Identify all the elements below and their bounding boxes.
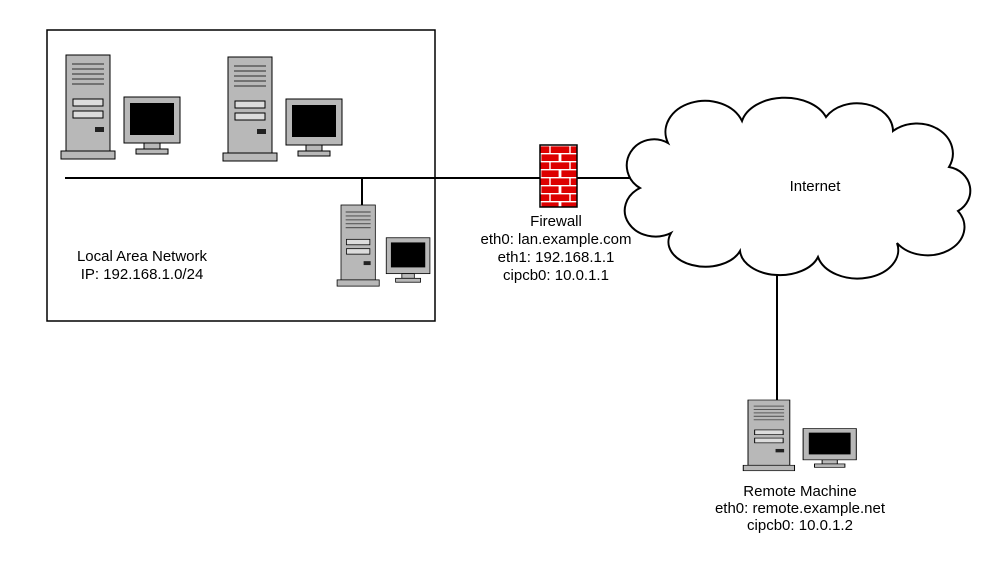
internet-cloud-icon <box>623 96 972 280</box>
firewall-eth1: eth1: 192.168.1.1 <box>497 249 615 266</box>
remote-title: Remote Machine <box>743 483 857 500</box>
lan-workstation-2-icon <box>222 56 343 162</box>
lan-name: Local Area Network <box>76 248 208 265</box>
lan-ip: IP: 192.168.1.0/24 <box>80 266 204 283</box>
firewall-brick-icon <box>539 144 578 208</box>
firewall-label: Firewall eth0: lan.example.com eth1: 192… <box>446 213 666 285</box>
firewall-eth0: eth0: lan.example.com <box>480 231 632 248</box>
remote-machine-label: Remote Machine eth0: remote.example.net … <box>660 483 940 534</box>
lan-workstation-1-icon <box>60 54 181 160</box>
remote-cipcb0: cipcb0: 10.0.1.2 <box>747 517 853 534</box>
lan-boundary-box <box>46 29 436 322</box>
lan-workstation-3-icon <box>336 204 431 287</box>
internet-name: Internet <box>789 178 841 195</box>
internet-label: Internet <box>755 178 875 196</box>
remote-machine-icon <box>742 399 858 472</box>
firewall-title: Firewall <box>530 213 582 230</box>
remote-eth0: eth0: remote.example.net <box>714 500 886 517</box>
firewall-cipcb0: cipcb0: 10.0.1.1 <box>503 267 609 284</box>
lan-label: Local Area Network IP: 192.168.1.0/24 <box>42 248 242 284</box>
